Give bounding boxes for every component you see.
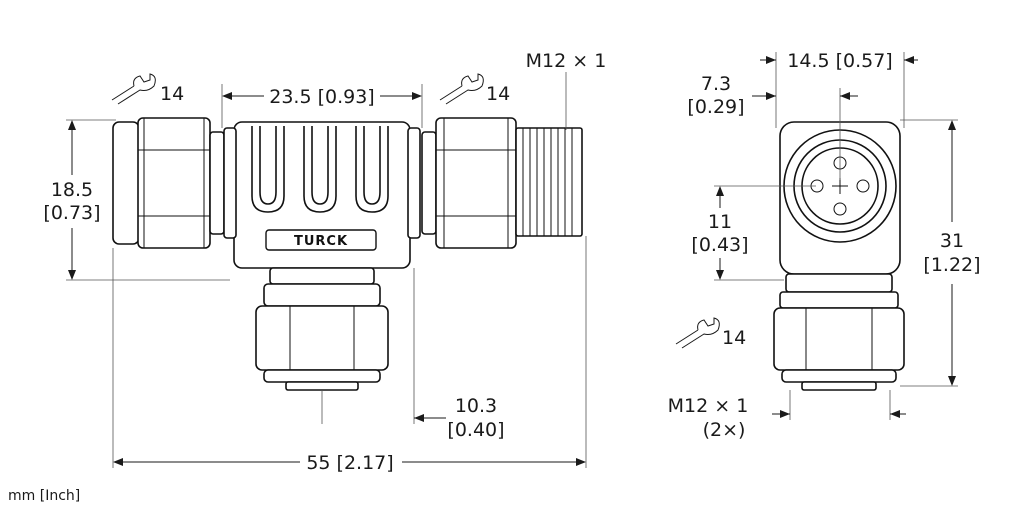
wrench-left: 14 xyxy=(111,73,184,105)
left-collar xyxy=(209,131,225,235)
right-hex-nut xyxy=(435,117,517,249)
pin-bottom xyxy=(833,202,847,216)
dim-height-left-inch: [0.73] xyxy=(43,202,100,224)
thread-label-top: M12 × 1 xyxy=(526,50,607,72)
thread-label-bottom: M12 × 1 xyxy=(668,395,749,417)
wrench-icon xyxy=(111,73,156,105)
right-collar xyxy=(421,131,437,235)
wrench-icon xyxy=(439,73,484,105)
front-dimensions: 18.5 [0.73] 23.5 [0.93] 55 [2.17] 10.3 [… xyxy=(43,50,606,474)
front-view: TURCK xyxy=(112,117,583,391)
thread-label-bottom-count: (2×) xyxy=(703,419,746,441)
dim-side-total-height-value: 31 xyxy=(940,230,964,252)
wrench-middle: 14 xyxy=(439,73,510,105)
pin-right xyxy=(856,179,870,193)
left-end-cap xyxy=(112,121,140,245)
dim-side-center-value: 7.3 xyxy=(701,73,731,95)
side-view xyxy=(773,121,905,391)
wrench-side: 14 xyxy=(675,317,746,349)
brand-logo: TURCK xyxy=(265,229,377,251)
dim-side-width: 14.5 [0.57] xyxy=(787,50,892,72)
dim-body-width: 23.5 [0.93] xyxy=(269,86,374,108)
wrench-size-middle: 14 xyxy=(486,83,510,105)
dim-side-mid-height-inch: [0.43] xyxy=(691,234,748,256)
wrench-size-side: 14 xyxy=(722,327,746,349)
dim-offset-inch: [0.40] xyxy=(447,419,504,441)
dim-side-mid-height-value: 11 xyxy=(708,211,732,233)
wrench-size-left: 14 xyxy=(160,83,184,105)
dim-side-total-height-inch: [1.22] xyxy=(923,254,980,276)
side-dimensions: 14.5 [0.57] 7.3 [0.29] 11 [0.43] 31 [1.2… xyxy=(668,50,981,441)
threaded-section xyxy=(515,127,583,237)
left-hex-nut xyxy=(137,117,211,249)
dim-height-left-value: 18.5 xyxy=(51,179,93,201)
dim-offset-value: 10.3 xyxy=(455,395,497,417)
dim-side-center-inch: [0.29] xyxy=(687,96,744,118)
wrench-icon xyxy=(675,317,720,349)
units-note: mm [Inch] xyxy=(8,488,80,504)
bottom-connector xyxy=(255,267,389,391)
brand-logo-text: TURCK xyxy=(294,234,348,249)
dim-total-length: 55 [2.17] xyxy=(306,452,393,474)
